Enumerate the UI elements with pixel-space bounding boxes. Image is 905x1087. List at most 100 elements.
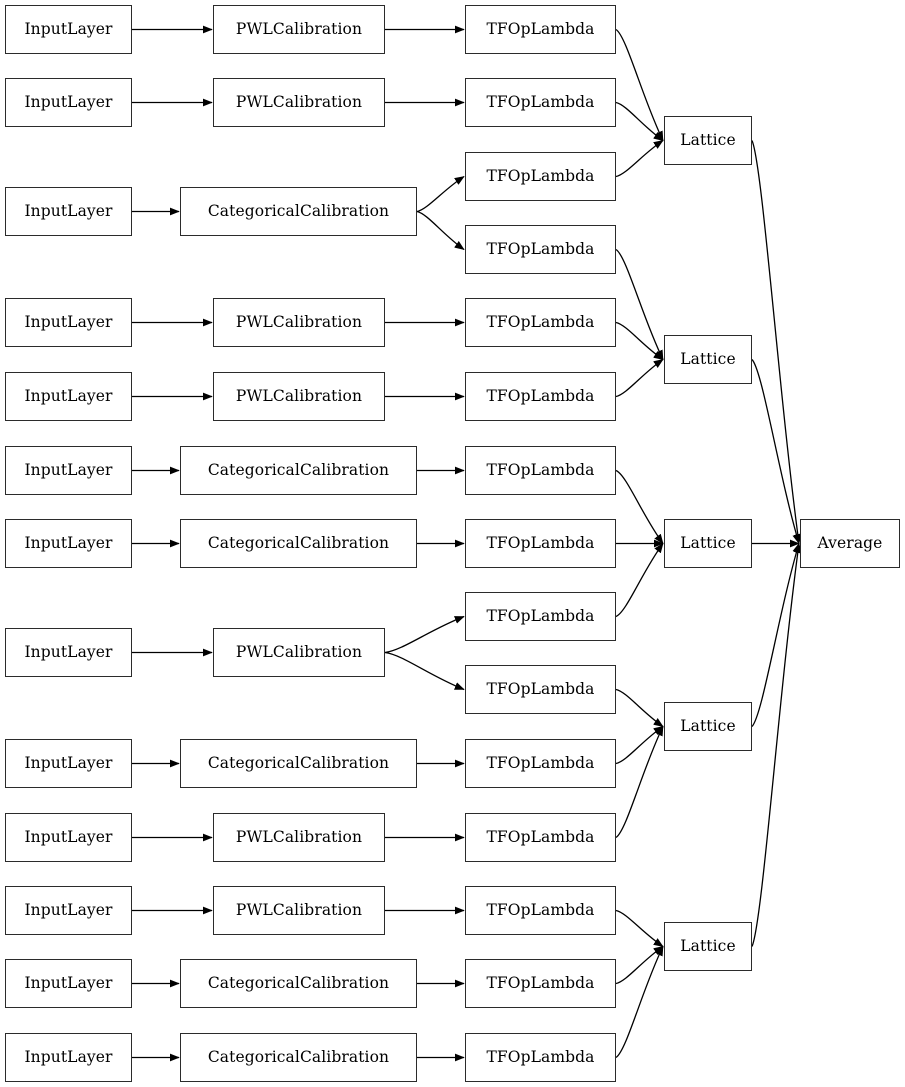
node-label: InputLayer [24,19,113,38]
node-label: InputLayer [24,973,113,992]
node-tfoplambda[interactable]: TFOpLambda [465,298,616,347]
node-lattice[interactable]: Lattice [664,702,752,751]
node-label: TFOpLambda [486,973,595,992]
node-tfoplambda[interactable]: TFOpLambda [465,152,616,201]
node-pwlcalibration[interactable]: PWLCalibration [213,628,385,677]
node-tfoplambda[interactable]: TFOpLambda [465,959,616,1008]
node-pwlcalibration[interactable]: PWLCalibration [213,78,385,127]
node-inputlayer[interactable]: InputLayer [5,886,132,935]
edge-tf5-to-lat1 [615,358,664,398]
node-categoricalcalibration[interactable]: CategoricalCalibration [180,959,417,1008]
node-pwlcalibration[interactable]: PWLCalibration [213,813,385,862]
node-inputlayer[interactable]: InputLayer [5,813,132,862]
node-label: InputLayer [24,460,113,479]
node-label: InputLayer [24,642,113,661]
node-lattice[interactable]: Lattice [664,335,752,384]
edge-tf8-to-lat2 [615,542,664,618]
node-tfoplambda[interactable]: TFOpLambda [465,519,616,568]
node-label: TFOpLambda [486,679,595,698]
node-label: CategoricalCalibration [207,201,390,220]
node-inputlayer[interactable]: InputLayer [5,959,132,1008]
edge-lat3-to-avg [751,542,801,727]
node-average[interactable]: Average [800,519,900,568]
node-lattice[interactable]: Lattice [664,519,752,568]
node-pwlcalibration[interactable]: PWLCalibration [213,886,385,935]
edge-tf0-to-lat0 [615,28,664,142]
node-tfoplambda[interactable]: TFOpLambda [465,5,616,54]
node-label: TFOpLambda [486,312,595,331]
edge-lat0-to-avg [751,140,802,545]
node-tfoplambda[interactable]: TFOpLambda [465,886,616,935]
node-label: TFOpLambda [486,827,595,846]
edge-tf1-to-lat0 [615,101,664,142]
edge-cal7-to-tf9 [384,651,465,691]
node-label: Average [817,533,883,552]
node-label: Lattice [680,533,736,552]
node-tfoplambda[interactable]: TFOpLambda [465,225,616,274]
node-label: TFOpLambda [486,606,595,625]
node-label: TFOpLambda [486,386,595,405]
node-tfoplambda[interactable]: TFOpLambda [465,739,616,788]
node-label: Lattice [680,349,736,368]
node-tfoplambda[interactable]: TFOpLambda [465,446,616,495]
node-inputlayer[interactable]: InputLayer [5,446,132,495]
node-label: InputLayer [24,900,113,919]
node-label: TFOpLambda [486,19,595,38]
node-inputlayer[interactable]: InputLayer [5,372,132,421]
node-label: PWLCalibration [235,92,363,111]
node-pwlcalibration[interactable]: PWLCalibration [213,372,385,421]
node-inputlayer[interactable]: InputLayer [5,1033,132,1082]
node-label: PWLCalibration [235,312,363,331]
node-label: TFOpLambda [486,900,595,919]
node-tfoplambda[interactable]: TFOpLambda [465,592,616,641]
edge-tf10-to-lat3 [615,725,664,765]
node-label: Lattice [680,936,736,955]
edge-tf2-to-lat0 [615,139,664,178]
node-categoricalcalibration[interactable]: CategoricalCalibration [180,1033,417,1082]
node-label: PWLCalibration [235,900,363,919]
node-lattice[interactable]: Lattice [664,922,752,971]
node-categoricalcalibration[interactable]: CategoricalCalibration [180,739,417,788]
edge-tf4-to-lat1 [615,321,664,361]
node-label: TFOpLambda [486,92,595,111]
node-label: TFOpLambda [486,239,595,258]
node-tfoplambda[interactable]: TFOpLambda [465,665,616,714]
node-tfoplambda[interactable]: TFOpLambda [465,372,616,421]
node-label: PWLCalibration [235,642,363,661]
edge-tf6-to-lat2 [615,469,664,545]
node-label: InputLayer [24,312,113,331]
edge-cal2-to-tf3 [416,210,465,251]
node-pwlcalibration[interactable]: PWLCalibration [213,5,385,54]
node-label: TFOpLambda [486,1047,595,1066]
node-inputlayer[interactable]: InputLayer [5,78,132,127]
node-label: InputLayer [24,92,113,111]
node-label: CategoricalCalibration [207,753,390,772]
node-inputlayer[interactable]: InputLayer [5,298,132,347]
edge-cal2-to-tf2 [416,175,465,213]
node-inputlayer[interactable]: InputLayer [5,187,132,236]
node-inputlayer[interactable]: InputLayer [5,739,132,788]
node-inputlayer[interactable]: InputLayer [5,5,132,54]
node-categoricalcalibration[interactable]: CategoricalCalibration [180,446,417,495]
node-label: CategoricalCalibration [207,460,390,479]
node-pwlcalibration[interactable]: PWLCalibration [213,298,385,347]
node-label: InputLayer [24,753,113,772]
node-categoricalcalibration[interactable]: CategoricalCalibration [180,519,417,568]
node-tfoplambda[interactable]: TFOpLambda [465,78,616,127]
edge-tf14-to-lat4 [615,945,664,1059]
edge-lat4-to-avg [751,542,802,947]
node-label: CategoricalCalibration [207,973,390,992]
node-label: CategoricalCalibration [207,1047,390,1066]
node-tfoplambda[interactable]: TFOpLambda [465,1033,616,1082]
node-inputlayer[interactable]: InputLayer [5,519,132,568]
edge-tf11-to-lat3 [615,725,664,839]
node-lattice[interactable]: Lattice [664,116,752,165]
edge-lat1-to-avg [751,359,801,545]
node-inputlayer[interactable]: InputLayer [5,628,132,677]
node-label: PWLCalibration [235,19,363,38]
node-categoricalcalibration[interactable]: CategoricalCalibration [180,187,417,236]
edge-tf9-to-lat3 [615,688,664,728]
node-tfoplambda[interactable]: TFOpLambda [465,813,616,862]
